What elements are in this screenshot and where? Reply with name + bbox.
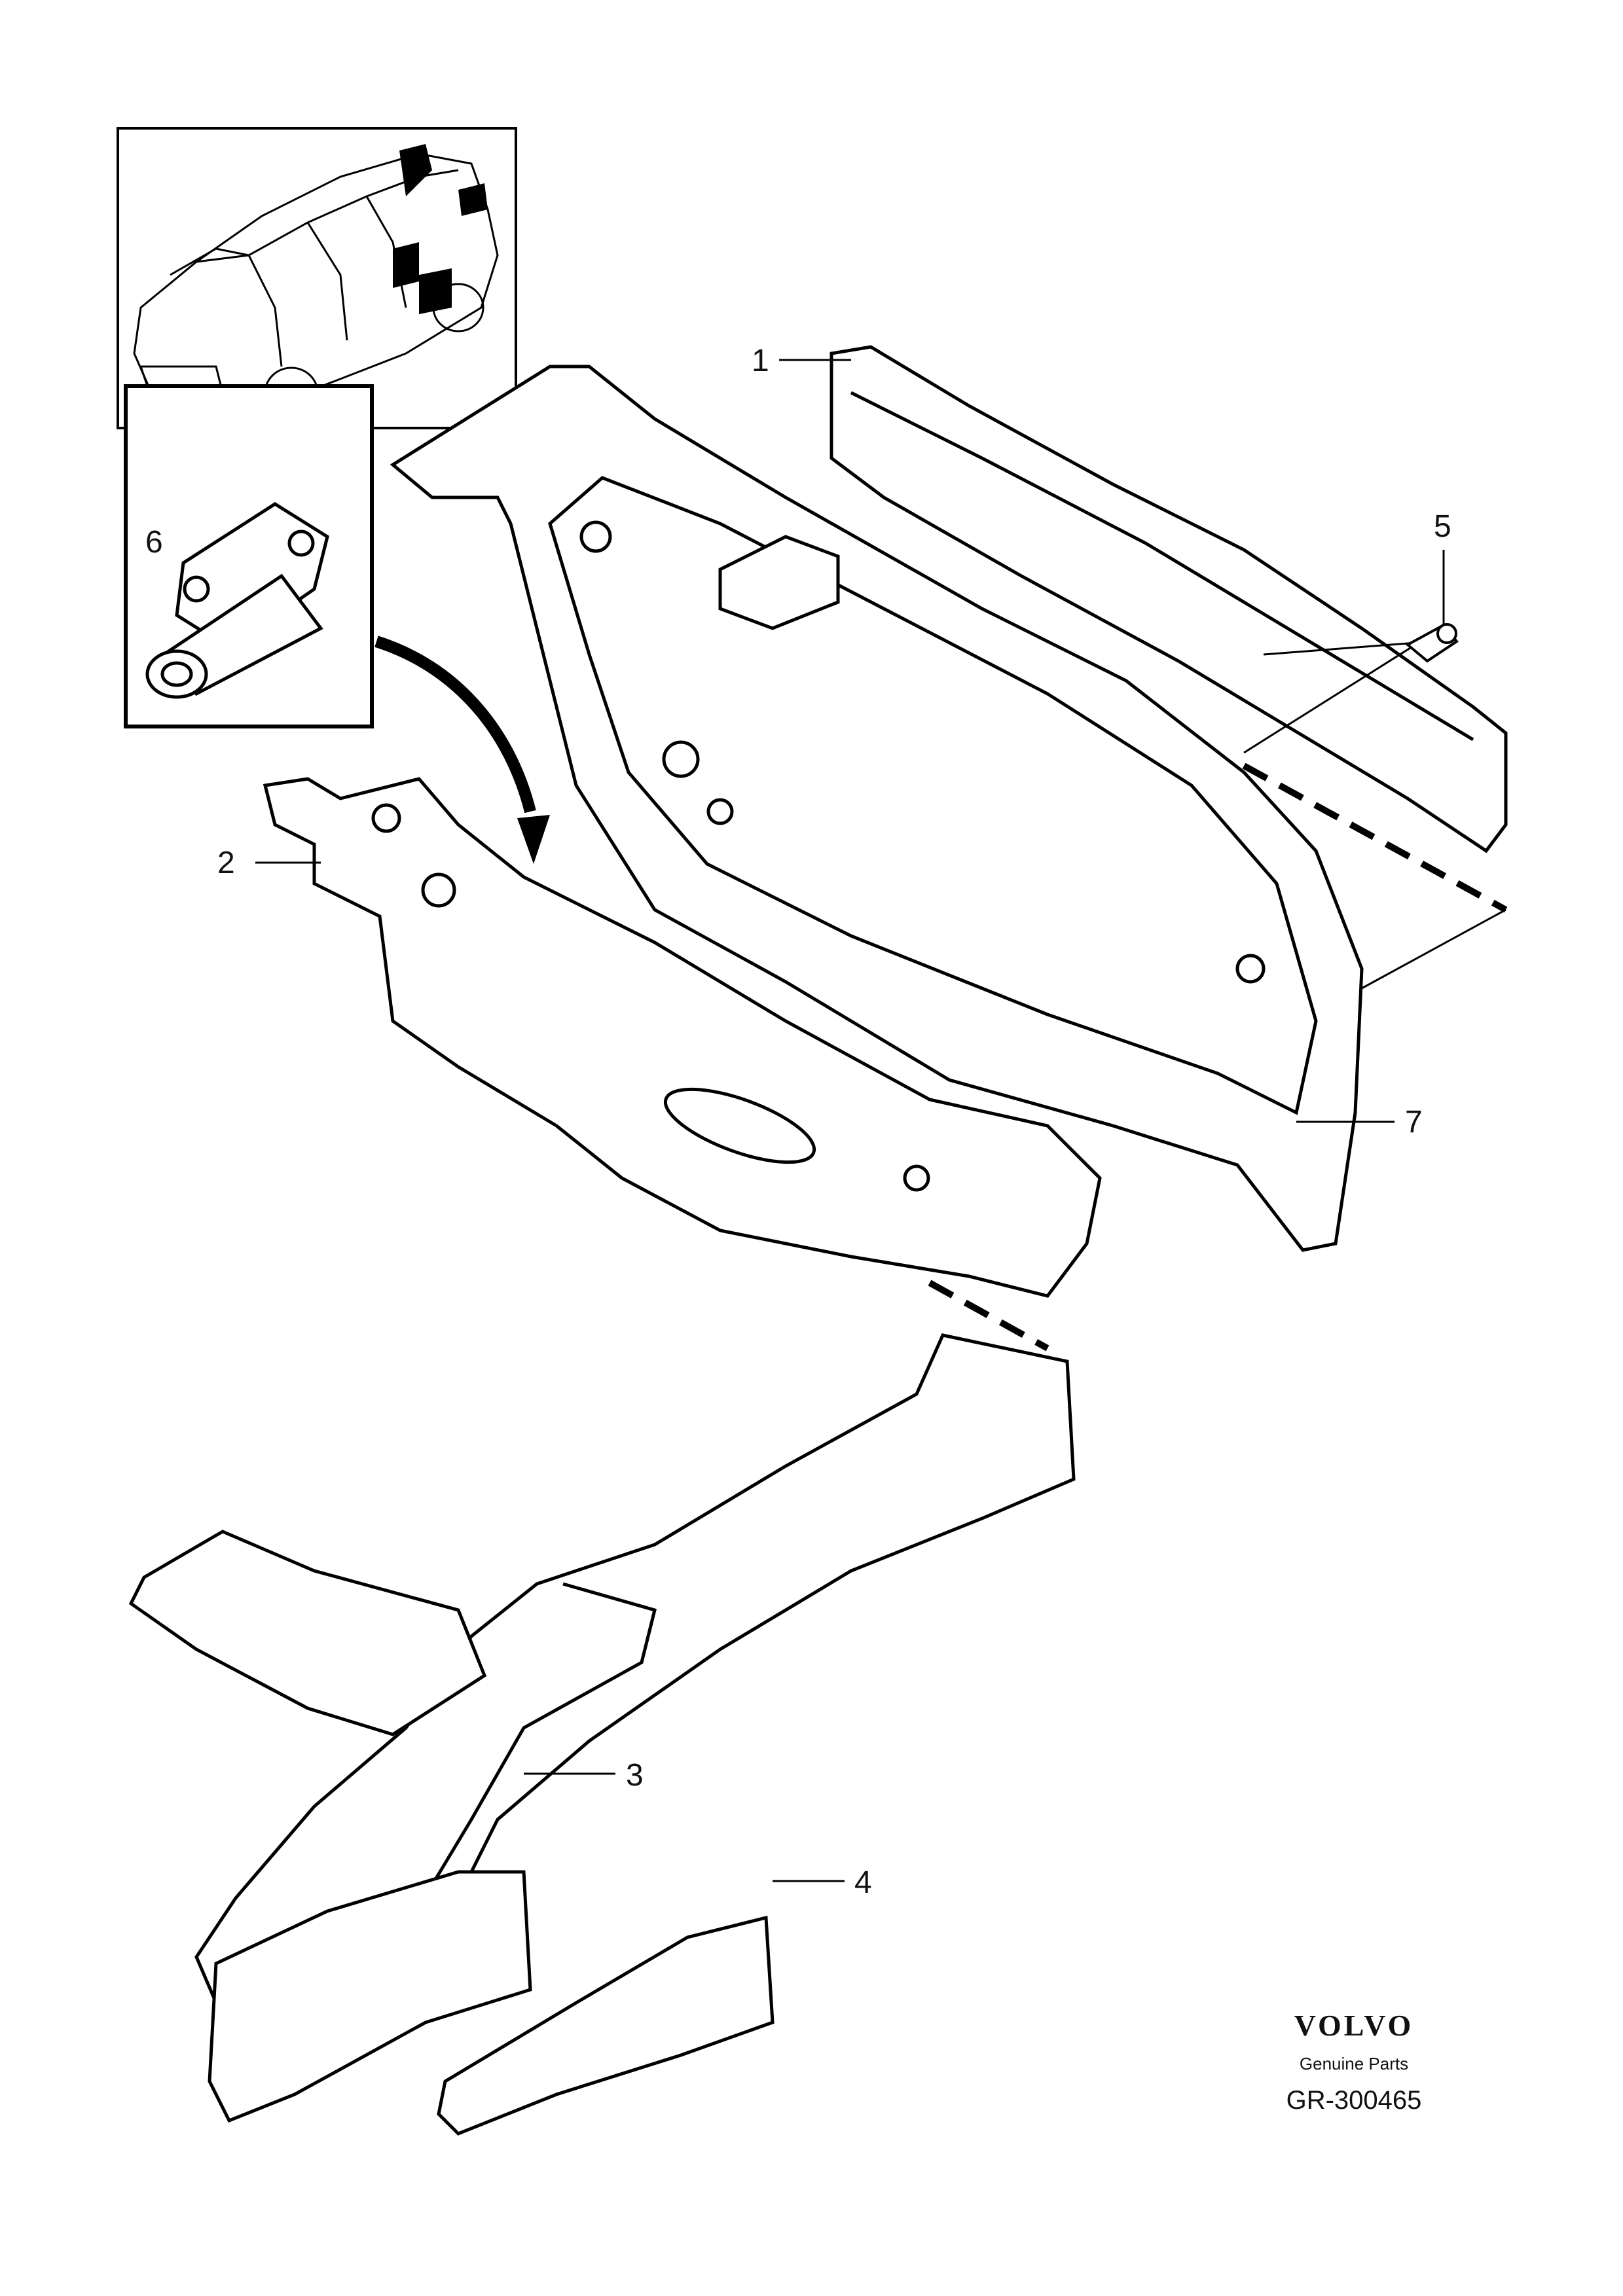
callout-label-3: 3	[626, 1758, 644, 1793]
brand-block: VOLVO Genuine Parts GR-300465	[1286, 2009, 1422, 2115]
detail-arrow	[374, 636, 550, 864]
part-5-bolt	[1405, 623, 1459, 663]
brand-subtitle: Genuine Parts	[1300, 2054, 1408, 2073]
brand-logo: VOLVO	[1294, 2009, 1414, 2042]
diagram-code: GR-300465	[1286, 2086, 1422, 2115]
callout-label-5: 5	[1434, 509, 1451, 544]
callout-leaders	[255, 359, 1445, 1882]
callout-label-2: 2	[217, 846, 235, 880]
callout-label-1: 1	[752, 344, 769, 378]
part-1-roof-rail	[830, 345, 1508, 853]
callout-label-6: 6	[145, 525, 163, 560]
part-2-side-member	[263, 777, 1102, 1298]
callout-label-7: 7	[1405, 1105, 1423, 1139]
vehicle-locator-inset	[117, 127, 517, 429]
callout-label-4: 4	[854, 1865, 872, 1900]
part-3-floor-member	[128, 1333, 1076, 2005]
part-4-sill-panels	[208, 1870, 775, 2136]
leader-thin-lines	[1243, 640, 1506, 990]
part-7-rear-panel	[390, 365, 1364, 1252]
alignment-lines	[928, 762, 1508, 1352]
bushing-detail-inset: 6	[124, 384, 374, 728]
